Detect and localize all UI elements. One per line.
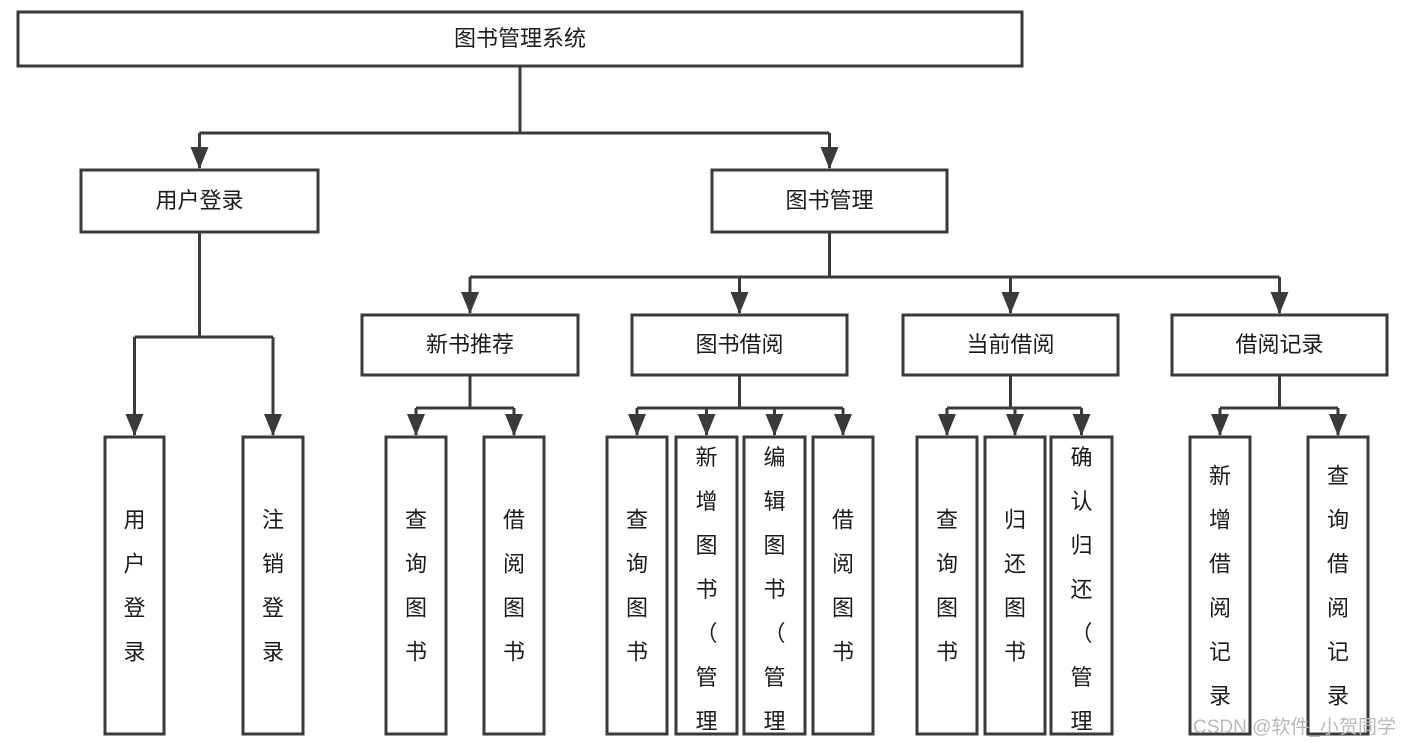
arrowhead-leaf-query-borrow-record bbox=[1329, 414, 1347, 436]
node-label-leaf-add-borrow-record: 新增借阅记录 bbox=[1209, 464, 1231, 709]
node-label-leaf-query-book-borrow: 查询图书 bbox=[626, 508, 648, 665]
node-box-book-management[interactable] bbox=[710, 168, 949, 234]
node-box-leaf-borrow-book[interactable] bbox=[811, 435, 875, 736]
node-label-leaf-return-book: 归还图书 bbox=[1004, 508, 1026, 665]
node-box-user-login[interactable] bbox=[79, 168, 320, 234]
node-label-leaf-borrow-book-recommend: 借阅图书 bbox=[503, 508, 525, 665]
node-label-leaf-logout: 注销登录 bbox=[262, 508, 284, 665]
node-label-current-borrow: 当前借阅 bbox=[966, 332, 1054, 357]
csdn-watermark: CSDN @软件_小贺同学 bbox=[1193, 716, 1396, 738]
node-label-leaf-query-borrow-record: 查询借阅记录 bbox=[1327, 464, 1349, 709]
node-label-leaf-query-book-recommend: 查询图书 bbox=[405, 508, 427, 665]
arrowhead-leaf-query-book-current bbox=[938, 414, 956, 436]
node-box-leaf-edit-book[interactable] bbox=[742, 435, 807, 736]
arrowhead-borrow-record bbox=[1270, 292, 1289, 314]
arrowhead-leaf-borrow-book-recommend bbox=[505, 414, 523, 436]
node-box-root[interactable] bbox=[16, 10, 1024, 68]
arrowhead-leaf-query-book-recommend bbox=[407, 414, 425, 436]
arrowhead-leaf-query-book-borrow bbox=[628, 414, 646, 436]
node-box-new-book-recommend[interactable] bbox=[360, 313, 580, 377]
node-box-leaf-user-login[interactable] bbox=[103, 435, 166, 736]
node-box-leaf-logout[interactable] bbox=[241, 435, 305, 736]
arrowhead-leaf-borrow-book bbox=[834, 414, 852, 436]
node-label-leaf-user-login: 用户登录 bbox=[123, 508, 145, 665]
arrowhead-new-book-recommend bbox=[461, 292, 479, 314]
node-label-borrow-record: 借阅记录 bbox=[1235, 332, 1323, 357]
node-label-book-management: 图书管理 bbox=[785, 188, 873, 213]
arrowhead-leaf-return-book bbox=[1006, 414, 1024, 436]
node-box-leaf-return-book[interactable] bbox=[983, 435, 1047, 736]
node-label-leaf-query-book-current: 查询图书 bbox=[936, 508, 958, 665]
node-layer: 图书管理系统用户登录图书管理新书推荐图书借阅当前借阅借阅记录用户登录注销登录查询… bbox=[16, 10, 1389, 747]
arrowhead-book-borrow bbox=[730, 292, 749, 314]
arrowhead-leaf-confirm-return bbox=[1072, 414, 1091, 436]
node-label-user-login: 用户登录 bbox=[155, 188, 243, 213]
node-box-book-borrow[interactable] bbox=[630, 313, 849, 377]
arrowhead-user-login bbox=[190, 147, 209, 169]
node-label-leaf-confirm-return: 确认归还（管理员） bbox=[1070, 445, 1092, 747]
node-label-leaf-borrow-book: 借阅图书 bbox=[832, 508, 854, 665]
node-box-leaf-query-book-recommend[interactable] bbox=[384, 435, 448, 736]
arrowhead-current-borrow bbox=[1001, 292, 1020, 314]
arrowhead-leaf-user-login bbox=[125, 414, 144, 436]
node-box-leaf-add-book[interactable] bbox=[674, 435, 739, 736]
node-box-leaf-confirm-return[interactable] bbox=[1049, 435, 1114, 736]
node-box-leaf-query-book-current[interactable] bbox=[915, 435, 979, 736]
arrowhead-leaf-logout bbox=[264, 414, 282, 436]
node-label-new-book-recommend: 新书推荐 bbox=[426, 332, 514, 357]
node-label-book-borrow: 图书借阅 bbox=[695, 332, 783, 357]
node-label-leaf-edit-book: 编辑图书（管理员） bbox=[763, 445, 785, 747]
connector-layer bbox=[125, 66, 1347, 436]
arrowhead-book-management bbox=[820, 147, 839, 169]
node-label-root: 图书管理系统 bbox=[454, 26, 586, 51]
arrowhead-leaf-add-borrow-record bbox=[1211, 414, 1229, 436]
node-box-leaf-add-borrow-record[interactable] bbox=[1188, 435, 1252, 736]
node-label-leaf-add-book: 新增图书（管理员） bbox=[695, 445, 717, 747]
node-box-leaf-query-borrow-record[interactable] bbox=[1306, 435, 1370, 736]
node-box-leaf-query-book-borrow[interactable] bbox=[605, 435, 669, 736]
arrowhead-leaf-add-book bbox=[697, 414, 716, 436]
node-box-leaf-borrow-book-recommend[interactable] bbox=[482, 435, 546, 736]
node-box-borrow-record[interactable] bbox=[1170, 313, 1389, 377]
arrowhead-leaf-edit-book bbox=[765, 414, 784, 436]
node-box-current-borrow[interactable] bbox=[901, 313, 1120, 377]
